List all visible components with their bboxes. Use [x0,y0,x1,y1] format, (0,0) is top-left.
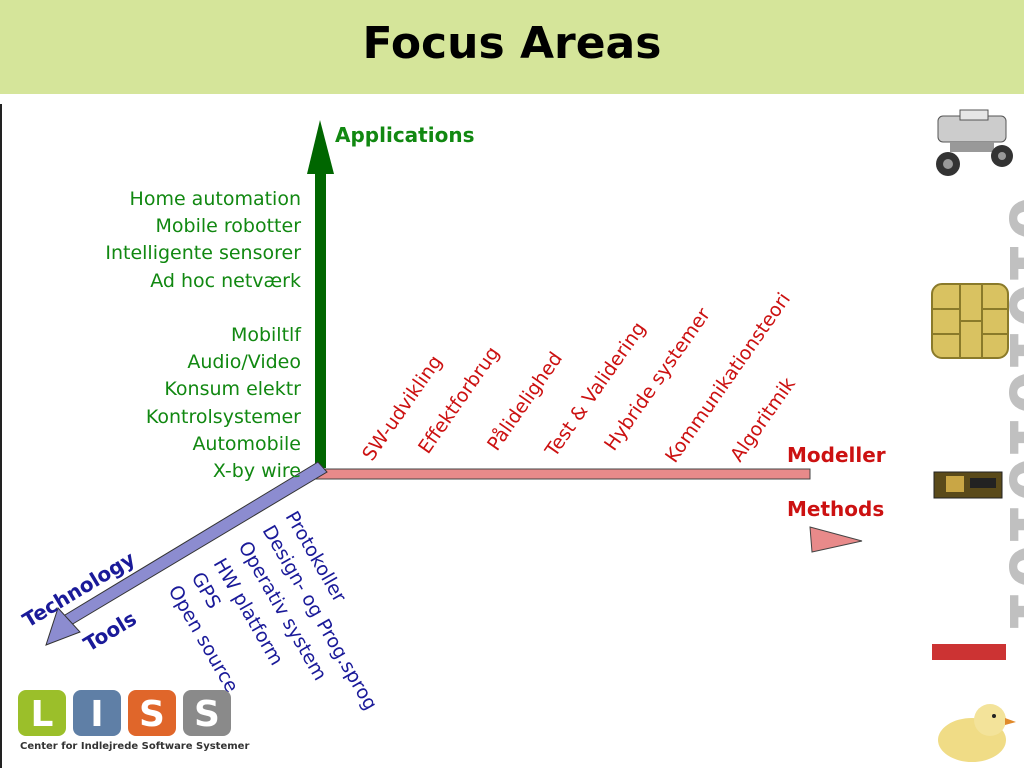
methods-arrow [809,526,863,553]
application-item: Audio/Video [187,351,301,374]
methods-axis-label: Methods [787,497,884,521]
circuit-board-icon [933,471,1003,499]
method-label: Test & Validering [541,318,651,462]
logo-letter-i: I [90,694,103,735]
sim-chip-icon [931,283,1009,359]
page-title: Focus Areas [362,18,662,69]
title-bar [0,0,1024,94]
logo-letter-s1: S [139,694,165,735]
ciss-logo: L I S S [18,690,231,736]
logo-letter-s2: S [194,694,220,735]
application-item: Automobile [192,432,301,455]
application-item: Kontrolsystemer [145,405,301,428]
binary-highlight [932,644,1006,660]
application-spacer [105,295,301,322]
application-item: Ad hoc netværk [150,269,301,292]
applications-axis-label: Applications [335,123,474,147]
methods-axis-bar [315,468,811,480]
application-item: Mobiltlf [230,323,301,346]
logo-caption: Center for Indlejrede Software Systemer [20,741,250,752]
methods-labels: SW-udviklingEffektforbrugPålidelighedTes… [358,289,800,467]
modeller-axis-label: Modeller [787,443,886,467]
application-item: Konsum elektr [164,378,301,401]
binary-text: 0101010101 [994,196,1024,631]
application-item: Mobile robotter [155,215,301,238]
chick-icon [938,704,1016,762]
robot-vehicle-icon [936,109,1013,176]
application-item: Home automation [129,188,301,210]
application-item: X-by wire [212,459,301,482]
application-item: Intelligente sensorer [105,242,301,265]
left-rule [0,104,2,768]
method-label: Kommunikationsteori [661,289,795,467]
technology-arrow [45,461,328,646]
logo-letter-l: L [31,694,54,735]
applications-arrow [307,120,334,468]
decorative-column: 0101010101 [931,109,1024,762]
